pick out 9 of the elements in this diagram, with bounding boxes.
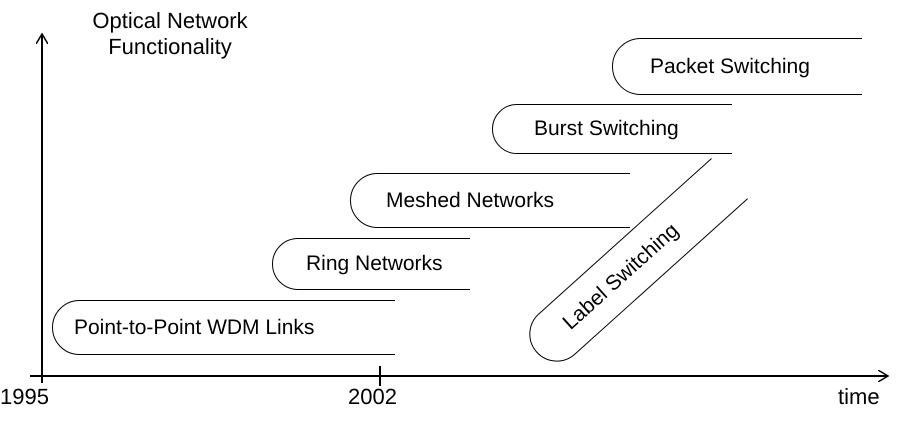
- phase-label: Ring Networks: [306, 252, 443, 276]
- tick-label: 1995: [0, 384, 49, 410]
- axis-title: time: [838, 384, 880, 410]
- phase-label: Burst Switching: [534, 117, 679, 141]
- axis-title: Optical Network Functionality: [91, 8, 249, 60]
- tick-label: 2002: [348, 384, 397, 410]
- phase-label: Meshed Networks: [386, 188, 554, 212]
- phase-label: Point-to-Point WDM Links: [74, 316, 314, 340]
- phase-label: Packet Switching: [650, 54, 810, 78]
